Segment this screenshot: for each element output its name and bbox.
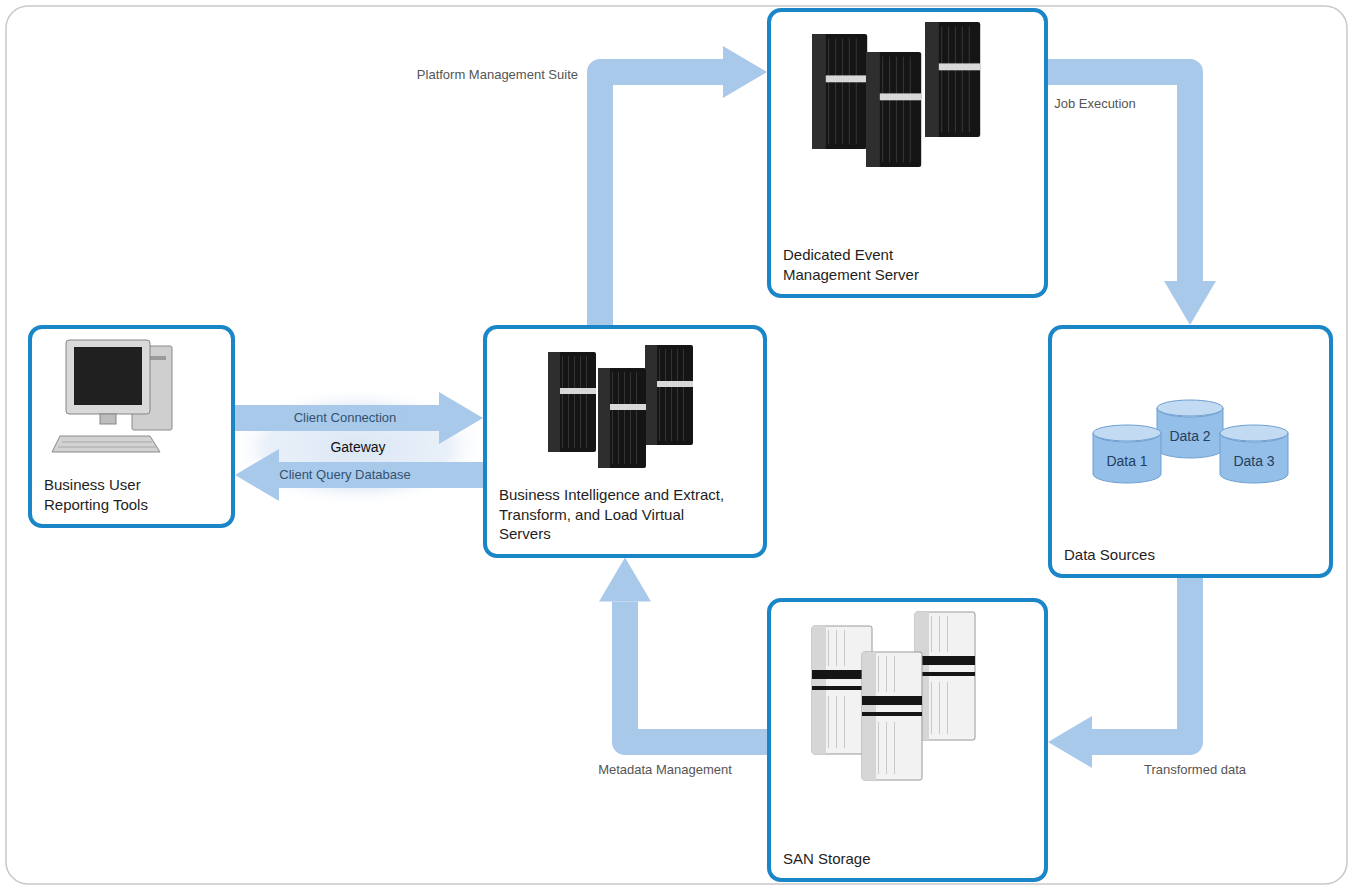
illustration-part [598, 368, 646, 468]
illustration-part [915, 612, 975, 740]
box-text: Business User Reporting Tools [44, 475, 184, 514]
box-text: SAN Storage [783, 849, 983, 869]
gateway-glow [228, 387, 488, 507]
server-box: Dedicated Event Management Server [767, 8, 1048, 298]
cylinder-text: Data 1 [1092, 442, 1162, 480]
illustration-part [812, 34, 867, 149]
database-cylinder: Data 3 [1219, 424, 1289, 484]
frame [6, 6, 1347, 884]
illustration-part [548, 352, 596, 452]
cylinder-text: Data 3 [1219, 442, 1289, 480]
illustration-part [925, 22, 980, 137]
server-box: Business Intelligence and Extract, Trans… [483, 325, 767, 558]
gateway-label: Gateway [330, 439, 385, 455]
cylinder-top [1157, 400, 1223, 416]
illustration-part [866, 52, 921, 167]
storage-box: SAN Storage [767, 598, 1048, 882]
database-cylinder: Data 1 [1092, 424, 1162, 484]
box-title: Business Intelligence and Extract, Trans… [499, 485, 734, 544]
database-cylinder: Data 2 [1156, 399, 1224, 459]
data-box: Data Sources Data 2 Data 1 Data 3 [1048, 325, 1333, 578]
flow-arrow [235, 405, 439, 431]
illustration-part [66, 340, 150, 414]
flow-label: Metadata Management [598, 762, 732, 778]
flow-label: Client Query Database [275, 467, 415, 483]
box-title: Dedicated Event Management Server [783, 245, 958, 284]
cylinder-top [1220, 425, 1288, 441]
box-text: Data Sources [1064, 545, 1264, 565]
illustration-part [862, 652, 922, 780]
flow-label: Client Connection [290, 410, 401, 426]
flow-label: Transformed data [1144, 762, 1246, 778]
box-title: SAN Storage [783, 849, 983, 869]
box-text: Dedicated Event Management Server [783, 245, 958, 284]
illustration-part [100, 414, 116, 424]
flow-arrow [1092, 578, 1190, 742]
cylinder-text: Data 2 [1156, 417, 1224, 455]
server-racks [548, 345, 693, 468]
box-title: Business User Reporting Tools [44, 475, 184, 514]
box-title: Data Sources [1064, 545, 1264, 565]
database-label: Data 1 [1106, 453, 1147, 469]
flow-label: Platform Management Suite [417, 67, 578, 83]
illustration-part [645, 345, 693, 445]
database-label: Data 2 [1169, 428, 1210, 444]
illustration-part [74, 347, 142, 405]
flow-arrow [1048, 72, 1190, 281]
flow-label: Job Execution [1054, 96, 1136, 112]
database-label: Data 3 [1233, 453, 1274, 469]
client-box: Business User Reporting Tools [28, 325, 235, 528]
cylinder-top [1093, 425, 1161, 441]
san-racks [812, 612, 975, 780]
server-racks [812, 22, 980, 167]
flow-arrow [625, 602, 767, 743]
flow-arrow [600, 72, 723, 325]
illustration-part [52, 436, 160, 452]
computer-icon [52, 340, 172, 452]
illustration-part [62, 442, 152, 443]
box-text: Business Intelligence and Extract, Trans… [499, 485, 734, 544]
illustration-part [58, 447, 156, 448]
